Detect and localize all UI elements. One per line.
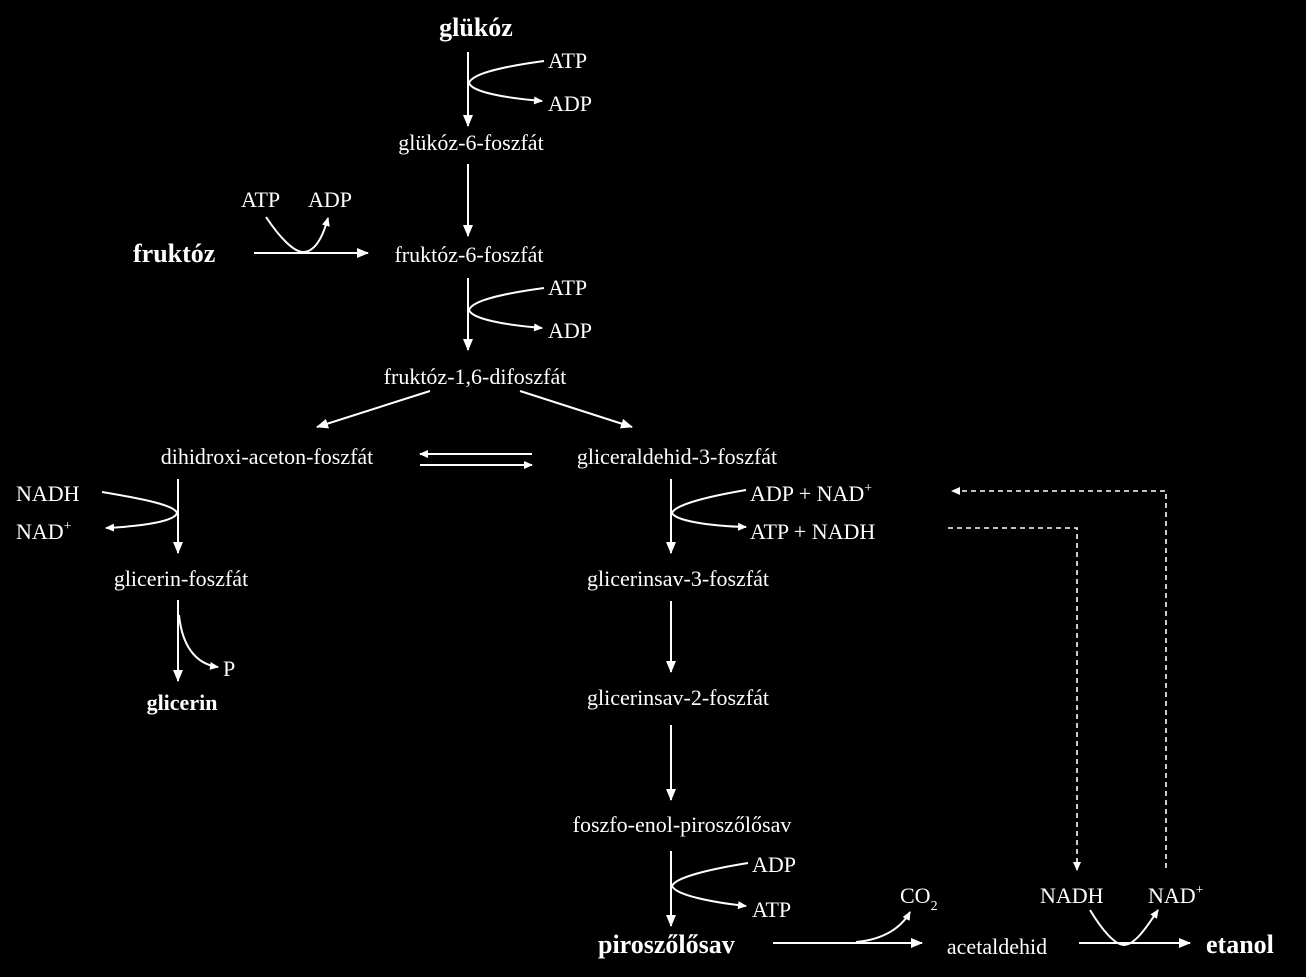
cofactor-nad-ethanol: NAD+ <box>1148 883 1204 908</box>
cofactor-atp-nadh: ATP + NADH <box>750 519 875 544</box>
cofactor-adp-pep: ADP <box>752 852 796 877</box>
cofactor-nadh-ethanol: NADH <box>1040 883 1104 908</box>
arrow-f16dp-to-g3p <box>519 390 633 429</box>
cofactor-atp-3: ATP <box>548 275 587 300</box>
arrow-co2-release <box>855 911 911 943</box>
node-fructose-1-6-diphosphate: fruktóz-1,6-difoszfát <box>384 364 567 389</box>
node-pyruvate: piroszőlősav <box>598 930 735 959</box>
arrow-atp-adp-3 <box>467 287 545 332</box>
node-glycerate-2-phosphate: glicerinsav-2-foszfát <box>587 685 769 710</box>
cofactor-nad-glycerol-sup: + <box>64 519 72 534</box>
cofactor-nad-ethanol-main: NAD <box>1148 883 1196 908</box>
arrow-f16dp-to-dhap <box>316 390 431 429</box>
cofactor-atp-fructose: ATP <box>241 187 280 212</box>
cofactor-nad-ethanol-sup: + <box>1196 883 1204 898</box>
dashed-arrow-nadh-to-ethanol-step <box>948 527 1081 871</box>
arrow-nadh-nad-ethanol <box>1089 909 1159 947</box>
arrow-adp-nad-to-atp-nadh <box>670 489 747 531</box>
node-ethanol: etanol <box>1206 930 1274 959</box>
cofactor-nad-glycerol: NAD+ <box>16 519 72 544</box>
node-fructose: fruktóz <box>133 239 215 268</box>
node-glycerol: glicerin <box>147 690 218 715</box>
cofactor-adp-fructose: ADP <box>308 187 352 212</box>
cofactor-co2: CO2 <box>900 883 938 914</box>
cofactor-adp-nad-sup: + <box>864 481 872 496</box>
node-glucose-6-phosphate: glükóz-6-foszfát <box>398 130 543 155</box>
node-dihydroxyacetone-phosphate: dihidroxi-aceton-foszfát <box>161 444 374 469</box>
cofactor-co2-sub: 2 <box>931 899 938 914</box>
arrow-phosphate-release <box>178 614 219 670</box>
arrow-adp-atp-pep <box>670 862 749 910</box>
node-glyceraldehyde-3-phosphate: gliceraldehid-3-foszfát <box>577 444 777 469</box>
node-glucose: glükóz <box>439 13 513 42</box>
cofactor-atp-pep: ATP <box>752 897 791 922</box>
cofactor-adp-1: ADP <box>548 91 592 116</box>
node-phosphoenolpyruvate: foszfo-enol-piroszőlősav <box>573 812 792 837</box>
node-fructose-6-phosphate: fruktóz-6-foszfát <box>394 242 543 267</box>
cofactor-phosphate: P <box>223 656 235 681</box>
node-acetaldehyde: acetaldehid <box>947 934 1047 959</box>
cofactor-adp-nad-main: ADP + NAD <box>750 481 864 506</box>
cofactor-co2-main: CO <box>900 883 931 908</box>
node-glycerate-3-phosphate: glicerinsav-3-foszfát <box>587 566 769 591</box>
arrow-atp-adp-1 <box>467 60 545 105</box>
node-glycerol-phosphate: glicerin-foszfát <box>114 566 248 591</box>
arrow-nadh-nad-glycerol <box>101 491 179 532</box>
cofactor-adp-nad: ADP + NAD+ <box>750 481 872 506</box>
cofactor-nadh-glycerol: NADH <box>16 481 80 506</box>
cofactor-adp-3: ADP <box>548 318 592 343</box>
cofactor-atp-1: ATP <box>548 48 587 73</box>
arrow-atp-adp-fructose <box>265 216 330 254</box>
cofactor-nad-glycerol-main: NAD <box>16 519 64 544</box>
